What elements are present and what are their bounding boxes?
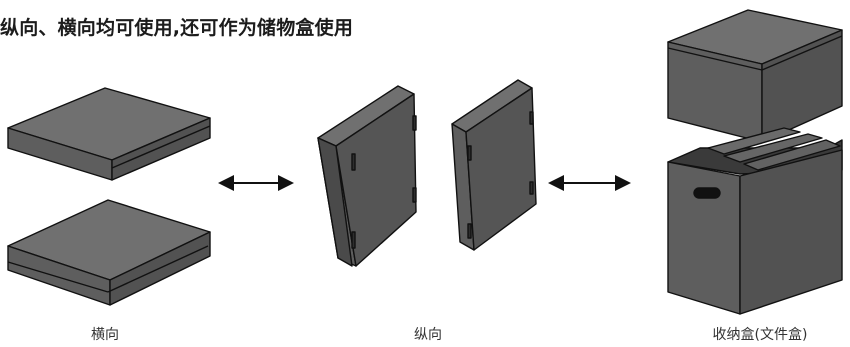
caption-storage-box: 收纳盒(文件盒): [712, 327, 808, 343]
vertical-box-front: [317, 85, 417, 267]
horizontal-box-thick: [7, 199, 211, 306]
vertical-box-side: [451, 79, 537, 251]
storage-box-lid: [667, 9, 843, 143]
caption-vertical: 纵向: [414, 327, 442, 343]
caption-horizontal: 横向: [91, 327, 119, 343]
horizontal-box-flat: [7, 87, 211, 181]
storage-box-body: [667, 127, 843, 315]
page-title: 纵向、横向均可使用,还可作为储物盒使用: [0, 17, 354, 39]
